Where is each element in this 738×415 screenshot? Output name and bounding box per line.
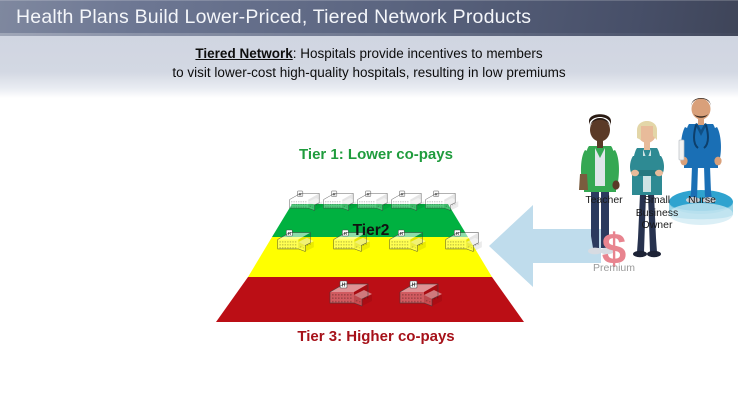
tier-2-label: Tier2 xyxy=(352,222,390,239)
subtitle-line2: to visit lower-cost high-quality hospita… xyxy=(172,65,566,80)
subtitle-band xyxy=(0,36,738,98)
person-nurse xyxy=(669,98,733,225)
tiered-network-pyramid: H xyxy=(210,167,530,325)
slide-title-bar: Health Plans Build Lower-Priced, Tiered … xyxy=(0,0,738,36)
tier-1-buildings xyxy=(289,190,459,211)
subtitle-text: Tiered Network: Hospitals provide incent… xyxy=(0,44,738,82)
tier-3-label: Tier 3: Higher co-pays xyxy=(297,328,455,345)
person-teacher xyxy=(579,114,620,255)
dollar-sign-icon: $ xyxy=(602,225,626,274)
subtitle-lead: Tiered Network xyxy=(195,46,293,61)
premium-label: Premium xyxy=(592,262,635,274)
people-illustration xyxy=(565,96,738,281)
person-label-small-business-owner: Small Business Owner xyxy=(635,194,679,231)
subtitle-line1-rest: : Hospitals provide incentives to member… xyxy=(292,46,543,61)
person-label-teacher: Teacher xyxy=(585,194,623,206)
tier-1-label: Tier 1: Lower co-pays xyxy=(299,146,453,163)
tier-1-band xyxy=(272,204,468,237)
person-small-business-owner xyxy=(630,121,664,258)
slide-title: Health Plans Build Lower-Priced, Tiered … xyxy=(16,6,532,28)
person-label-nurse: Nurse xyxy=(687,194,716,206)
premium-symbol: $ xyxy=(566,222,662,280)
premium-flow-arrow xyxy=(489,203,601,289)
